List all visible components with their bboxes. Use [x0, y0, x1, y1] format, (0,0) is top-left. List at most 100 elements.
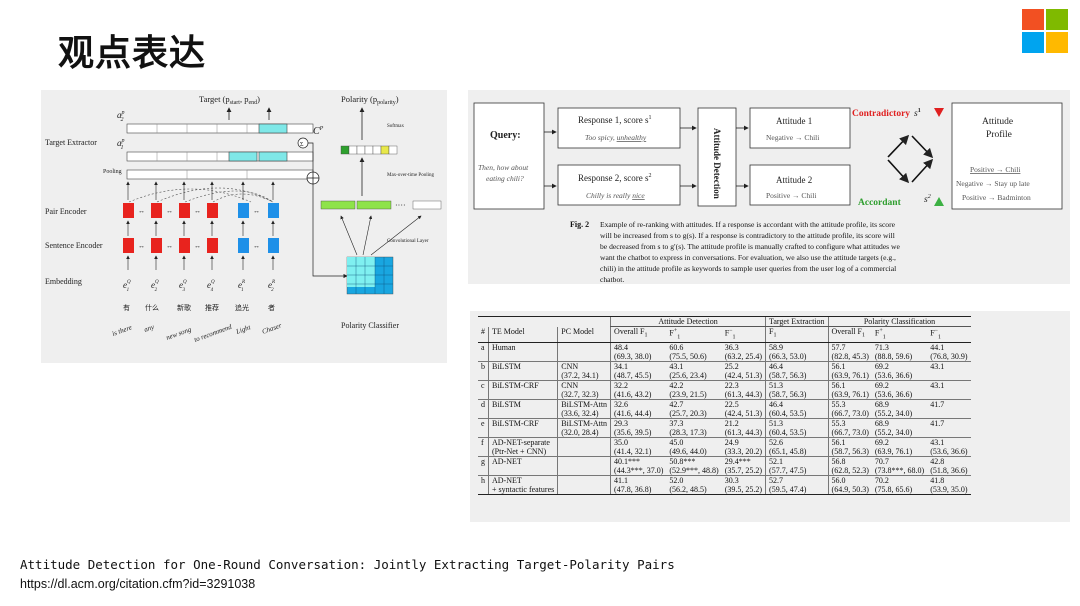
table-header-4: F+1: [666, 326, 722, 344]
table-cell: [557, 456, 611, 467]
table-cell: 70.2: [871, 475, 928, 486]
table-cell: (65.1, 45.8): [765, 447, 829, 457]
table-cell: (53.6, 36.6): [874, 390, 913, 400]
paper-url[interactable]: https://dl.acm.org/citation.cfm?id=32910…: [20, 577, 256, 591]
table-cell: (58.7, 56.3): [765, 371, 829, 381]
table-cell: (59.5, 47.4): [765, 485, 829, 496]
svg-text:eQ2: eQ2: [151, 280, 159, 293]
group-polarity-classification: Polarity Classification: [827, 316, 971, 327]
reranking-figure: Query: Then, how about eating chili? Res…: [473, 102, 1063, 284]
table-cell: 32.6: [610, 399, 667, 410]
table-cell: (23.9, 21.5): [669, 390, 707, 400]
group-attitude-detection: Attitude Detection: [610, 316, 766, 327]
table-cell: 68.9: [871, 418, 928, 429]
svg-text:Attitude 2: Attitude 2: [776, 175, 812, 185]
table-cell: (33.3, 20.2): [724, 447, 763, 457]
table-cell: BiLSTM: [487, 361, 558, 372]
table-cell: 29.4***: [721, 456, 766, 467]
table-cell: (61.3, 44.3): [724, 390, 763, 400]
table-cell: [927, 390, 970, 400]
table-cell: f: [478, 437, 489, 448]
response-1-box: [557, 107, 681, 149]
table-cell: e: [478, 418, 489, 429]
table-cell: (53.6, 36.6): [930, 447, 968, 457]
table-cell: 43.1: [666, 361, 722, 372]
input-grid: [346, 256, 394, 295]
table-cell: [478, 428, 489, 438]
softmax-label: Softmax: [387, 124, 404, 129]
table-cell: 25.2: [721, 361, 766, 372]
table-cell: 40.1***: [610, 456, 667, 467]
attitude-profile-box: [951, 102, 1063, 210]
table-cell: [487, 371, 558, 381]
pair-encoder-row: ↔ ↔ ↔ ↔: [123, 203, 279, 218]
table-cell: [927, 371, 970, 381]
table-cell: 70.7: [871, 456, 928, 467]
svg-text:s2: s2: [924, 194, 931, 205]
table-cell: 42.2: [666, 380, 722, 391]
table-cell: 43.1: [927, 380, 971, 391]
table-cell: (25.7, 20.3): [669, 409, 707, 419]
svg-text:any: any: [143, 323, 156, 334]
table-cell: 58.9: [765, 342, 829, 353]
svg-text:Positive → Chili: Positive → Chili: [970, 165, 1020, 174]
table-cell: (58.7, 56.3): [827, 447, 872, 457]
reranking-figure-panel: Query: Then, how about eating chili? Res…: [468, 90, 1070, 284]
profile-items: Positive → Chili Negative → Stay up late…: [956, 165, 1031, 202]
query-box: [473, 102, 545, 210]
table-cell: 56.1: [827, 380, 872, 391]
table-cell: 34.1: [610, 361, 667, 372]
table-cell: [478, 352, 489, 362]
table-cell: (53.9, 35.0): [927, 485, 971, 496]
table-cell: 21.2: [721, 418, 766, 429]
table-cell: 50.8***: [666, 456, 722, 467]
table-cell: 51.3: [765, 380, 829, 391]
table-cell: (64.9, 50.3): [827, 485, 872, 496]
table-cell: 32.2: [610, 380, 667, 391]
table-cell: [557, 466, 611, 476]
svg-text:Negative → Chili: Negative → Chili: [766, 133, 819, 142]
table-cell: 37.3: [666, 418, 722, 429]
table-cell: 36.3: [721, 342, 766, 353]
table-cell: [557, 352, 611, 362]
table-cell: (55.2, 34.0): [874, 428, 913, 438]
table-row: (69.3, 38.0)(75.5, 50.6)(63.2, 25.4)(66.…: [478, 352, 971, 362]
table-cell: 68.9: [871, 399, 928, 410]
table-cell: 71.3: [871, 342, 928, 353]
svg-text:Chaser: Chaser: [261, 321, 283, 336]
svg-text:新歌: 新歌: [177, 303, 191, 312]
fig-label: Fig. 2: [570, 220, 589, 229]
table-cell: 30.3: [721, 475, 766, 486]
svg-text:Too spicy, unhealthy: Too spicy, unhealthy: [585, 133, 647, 142]
table-cell: (52.9***, 48.8): [669, 466, 719, 476]
svg-text:↔: ↔: [194, 242, 201, 250]
svg-text:Σ: Σ: [300, 142, 304, 148]
table-cell: (66.7, 73.0): [827, 409, 872, 419]
table-cell: (42.4, 51.3): [724, 409, 763, 419]
table-cell: 55.3: [827, 418, 872, 429]
chinese-words: 有 什么 新歌 推荐 追光 者: [123, 303, 275, 312]
table-cell: 60.6: [666, 342, 722, 353]
table-cell: [487, 466, 558, 476]
attitude-profile-title: Attitude: [982, 117, 1013, 127]
svg-text:Chilly is really nice: Chilly is really nice: [586, 191, 645, 200]
sentence-encoder-row: ↔ ↔ ↔ ↔: [123, 238, 279, 253]
table-cell: (32.0, 28.4): [557, 428, 611, 438]
microsoft-logo-icon: [1022, 9, 1068, 53]
softmax-output: [340, 145, 398, 155]
polarity-classifier-label: Polarity Classifier: [341, 321, 399, 330]
svg-text:want the chatbot to express in: want the chatbot to express in conversat…: [600, 253, 896, 262]
target-strip-0: [126, 169, 314, 180]
table-header-9: F−1: [927, 326, 971, 344]
svg-text:new song: new song: [165, 325, 193, 342]
table-cell: 43.1: [927, 437, 971, 448]
group-target-extraction: Target Extraction: [765, 316, 829, 327]
svg-text:chili) in the attitude profile: chili) in the attitude profile as keywor…: [600, 264, 896, 273]
table-cell: 52.1: [765, 456, 829, 467]
table-cell: (62.8, 52.3): [827, 466, 872, 476]
svg-text:eating chili?: eating chili?: [486, 174, 524, 183]
table-cell: [478, 371, 489, 381]
